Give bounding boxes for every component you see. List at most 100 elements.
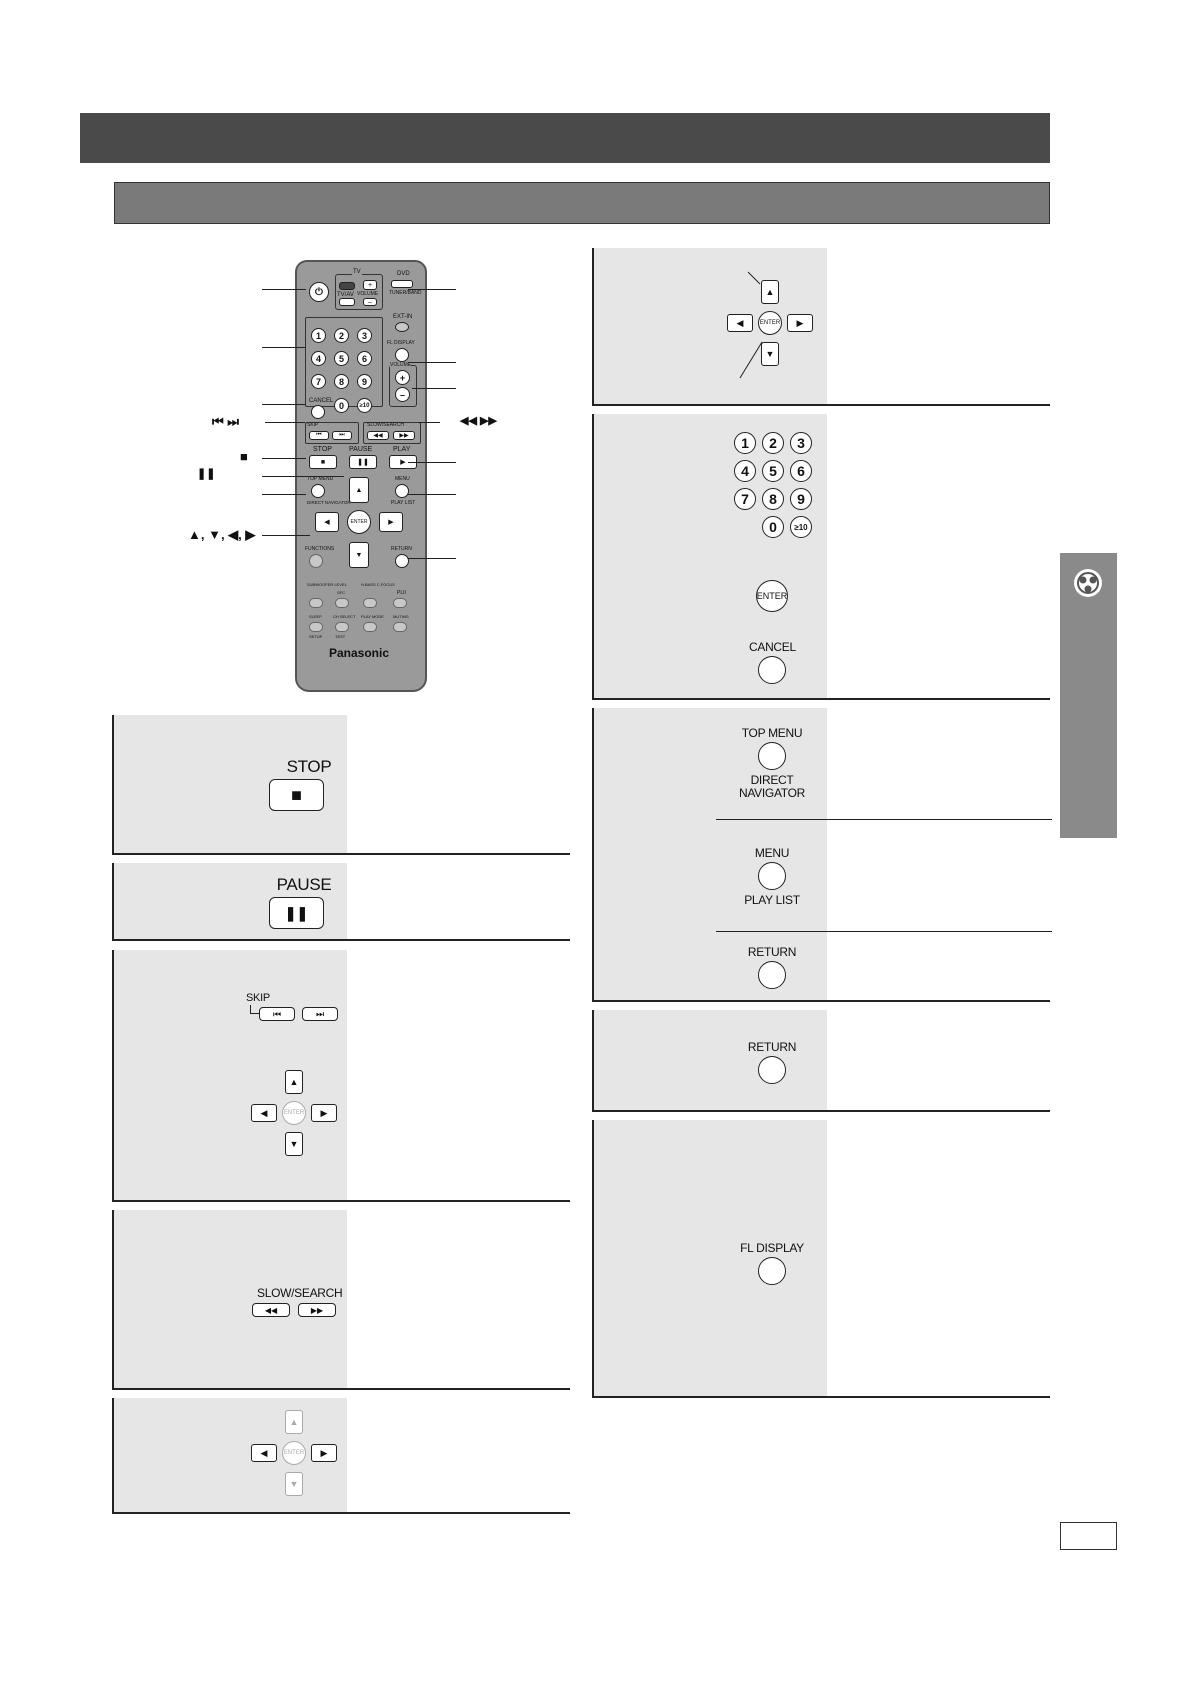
sleep-button[interactable] <box>309 622 323 632</box>
muting-button[interactable] <box>393 622 407 632</box>
digit-9[interactable]: 9 <box>790 488 812 510</box>
skip-annotation: ⏮ ⏭ <box>212 414 240 429</box>
digit-6[interactable]: 6 <box>790 460 812 482</box>
frame-up-button[interactable]: ▲ <box>285 1410 303 1434</box>
skip-down-button[interactable]: ▼ <box>285 1132 303 1156</box>
pause-button[interactable]: ❚❚ <box>269 897 324 929</box>
digit-3[interactable]: 3 <box>790 432 812 454</box>
menu-button[interactable] <box>758 862 786 890</box>
ch-select-label: CH SELECT <box>333 614 356 619</box>
panel-shade <box>594 1010 827 1110</box>
rewind-button[interactable]: ◀◀ <box>367 431 389 440</box>
frame-right-button[interactable]: ▶ <box>311 1444 337 1462</box>
play-mode-button[interactable] <box>363 622 377 632</box>
subwoofer-button[interactable] <box>309 598 323 608</box>
digit-8[interactable]: 8 <box>762 488 784 510</box>
remote-digit-4[interactable]: 4 <box>311 351 326 366</box>
digit-1[interactable]: 1 <box>734 432 756 454</box>
remote-digit-0[interactable]: 0 <box>334 398 349 413</box>
skip-prev-button[interactable]: ⏮ <box>309 431 329 440</box>
remote-menu-button[interactable] <box>395 484 409 498</box>
remote-digit-9[interactable]: 9 <box>357 374 372 389</box>
remote-fl-display-button[interactable] <box>395 348 409 362</box>
remote-up-button[interactable]: ▲ <box>349 477 369 503</box>
skip-left-button[interactable]: ◀ <box>251 1104 277 1122</box>
cancel-button[interactable] <box>758 656 786 684</box>
nav-up-button[interactable]: ▲ <box>761 280 779 304</box>
menus-return-label: RETURN <box>747 945 797 959</box>
skip-label: SKIP <box>307 422 319 428</box>
remote-right-button[interactable]: ▶ <box>379 512 403 532</box>
play-icon: ▶ <box>400 459 406 466</box>
arrow-up-icon: ▲ <box>289 1077 299 1087</box>
tv-power-button[interactable] <box>339 282 355 290</box>
remote-stop-button[interactable]: ■ <box>309 455 337 469</box>
plii-button[interactable] <box>393 598 407 608</box>
digit-4[interactable]: 4 <box>734 460 756 482</box>
menus-return-button[interactable] <box>758 961 786 989</box>
remote-pause-button[interactable]: ❚❚ <box>349 455 377 469</box>
nav-right-button[interactable]: ▶ <box>787 314 813 332</box>
tv-volume-up-button[interactable]: + <box>363 280 377 290</box>
remote-digit-6[interactable]: 6 <box>357 351 372 366</box>
volume-down-button[interactable]: – <box>395 387 410 402</box>
remote-digit-8[interactable]: 8 <box>334 374 349 389</box>
digit-10[interactable]: ≥10 <box>790 516 812 538</box>
digit-0[interactable]: 0 <box>762 516 784 538</box>
frame-down-button[interactable]: ▼ <box>285 1472 303 1496</box>
numbers-enter-button[interactable]: ENTER <box>756 580 788 612</box>
dvd-button[interactable] <box>391 280 413 288</box>
arrow-right-icon: ▶ <box>320 1107 328 1118</box>
remote-play-label: PLAY <box>393 446 411 453</box>
nav-down-button[interactable]: ▼ <box>761 342 779 366</box>
nav-left-button[interactable]: ◀ <box>727 314 753 332</box>
leader-fl-display <box>408 362 456 363</box>
hbass-button[interactable] <box>363 598 377 608</box>
skip-next-button[interactable]: ⏭ <box>332 431 352 440</box>
digit-5[interactable]: 5 <box>762 460 784 482</box>
frame-enter-button[interactable]: ENTER <box>282 1441 306 1465</box>
rewind-button[interactable]: ◀◀ <box>252 1303 290 1317</box>
top-menu-button[interactable] <box>758 742 786 770</box>
remote-digit-7[interactable]: 7 <box>311 374 326 389</box>
ext-in-button[interactable] <box>395 322 409 332</box>
skip-up-button[interactable]: ▲ <box>285 1070 303 1094</box>
skip-enter-button[interactable]: ENTER <box>282 1101 306 1125</box>
skip-right-button[interactable]: ▶ <box>311 1104 337 1122</box>
remote-digit-3[interactable]: 3 <box>357 328 372 343</box>
remote-top-menu-button[interactable] <box>311 484 325 498</box>
remote-return-button[interactable] <box>395 554 409 568</box>
remote-digit-2[interactable]: 2 <box>334 328 349 343</box>
remote-digit-5[interactable]: 5 <box>334 351 349 366</box>
skip-prev-button[interactable]: ⏮ <box>259 1007 295 1021</box>
arrow-up-icon: ▲ <box>355 486 363 494</box>
frame-left-button[interactable]: ◀ <box>251 1444 277 1462</box>
fl-display-button[interactable] <box>758 1257 786 1285</box>
fast-forward-button[interactable]: ▶▶ <box>393 431 415 440</box>
remote-digit-1[interactable]: 1 <box>311 328 326 343</box>
fast-forward-button[interactable]: ▶▶ <box>298 1303 336 1317</box>
remote-direct-navigator-label: DIRECT NAVIGATOR <box>307 500 351 505</box>
remote-digit-10[interactable]: ≥10 <box>357 398 372 413</box>
volume-up-button[interactable]: + <box>395 370 410 385</box>
remote-enter-button[interactable]: ENTER <box>347 510 371 534</box>
tv-volume-down-button[interactable]: – <box>363 298 377 306</box>
nav-enter-button[interactable]: ENTER <box>758 311 782 335</box>
digit-2[interactable]: 2 <box>762 432 784 454</box>
skip-next-button[interactable]: ⏭ <box>302 1007 338 1021</box>
remote-cancel-button[interactable] <box>311 405 325 419</box>
sfc-button[interactable] <box>335 598 349 608</box>
return-button[interactable] <box>758 1056 786 1084</box>
remote-down-button[interactable]: ▼ <box>349 542 369 568</box>
tvav-button[interactable] <box>339 298 355 306</box>
digit-7[interactable]: 7 <box>734 488 756 510</box>
remote-left-button[interactable]: ◀ <box>315 512 339 532</box>
pause-label: PAUSE <box>276 875 332 894</box>
panel-shade <box>594 414 827 698</box>
search-annotation: ◀◀ ▶▶ <box>460 415 497 427</box>
power-button[interactable]: ⏻ <box>309 282 329 302</box>
functions-button[interactable] <box>309 554 323 568</box>
stop-button[interactable]: ■ <box>269 779 324 811</box>
ch-select-button[interactable] <box>335 622 349 632</box>
skip-prev-icon: ⏮ <box>272 1008 282 1019</box>
